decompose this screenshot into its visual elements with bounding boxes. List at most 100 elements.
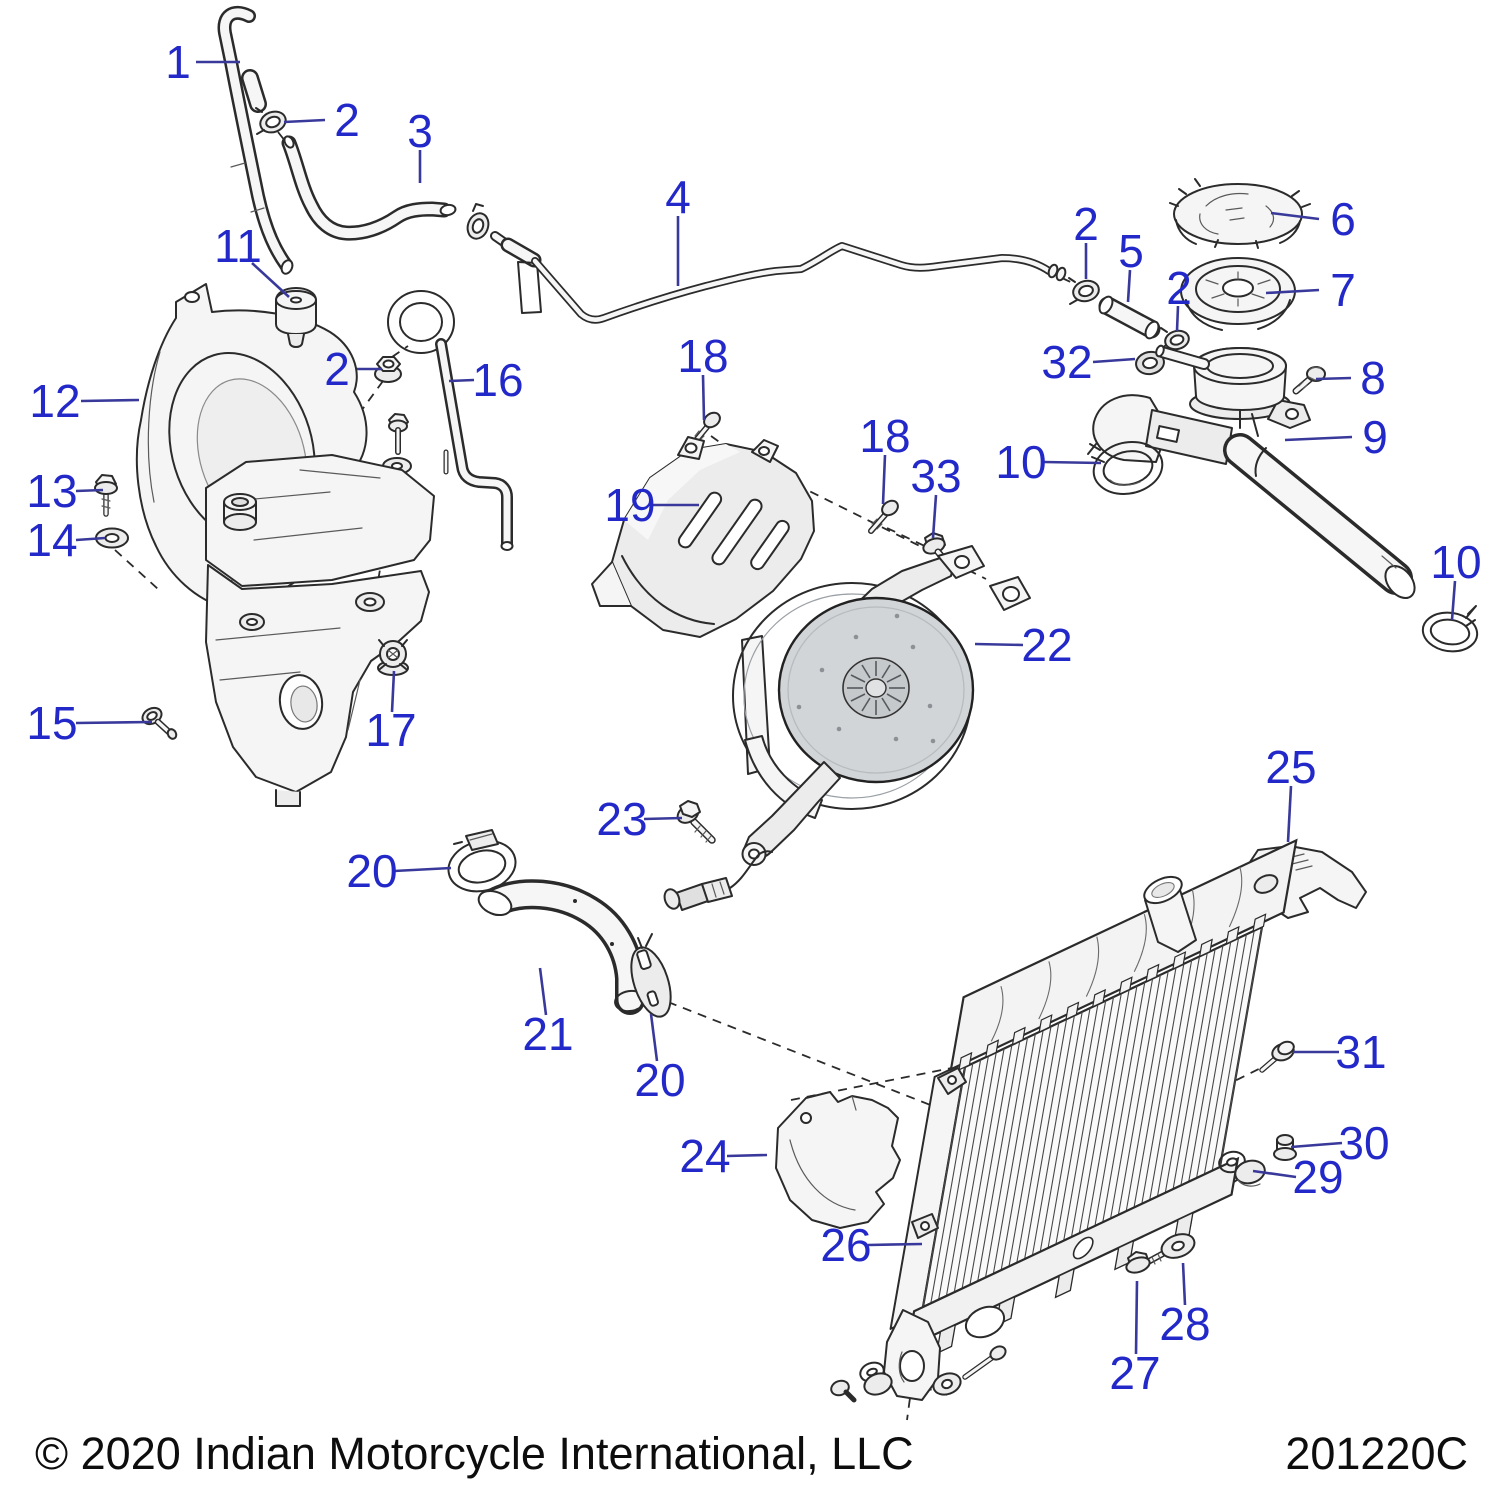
callout-leader <box>448 378 475 383</box>
part-30-bushing <box>1273 1134 1297 1161</box>
callout-leader <box>1181 1262 1187 1306</box>
callout-leader <box>1043 460 1102 465</box>
callout-leader <box>881 454 887 505</box>
callout-leader <box>1450 580 1457 621</box>
callout-label: 22 <box>1021 619 1072 671</box>
part-7-pressure-cap <box>1180 257 1296 331</box>
callout-label: 20 <box>634 1054 685 1106</box>
callout-label: 17 <box>365 704 416 756</box>
part-26-radiator <box>882 840 1296 1400</box>
callout-label: 10 <box>995 436 1046 488</box>
callout-leader <box>726 1153 768 1158</box>
callout-label: 14 <box>26 514 77 566</box>
callout-label: 19 <box>604 479 655 531</box>
callout-leader <box>1265 288 1320 295</box>
callout-leader <box>390 670 396 713</box>
callout-leader <box>1270 211 1320 221</box>
callout-label: 30 <box>1338 1117 1389 1169</box>
part-16-rod <box>387 290 514 551</box>
callout-leader <box>867 1242 923 1247</box>
part-9-filler-neck <box>1092 344 1416 599</box>
part-21-hose <box>477 879 646 1015</box>
callout-label: 23 <box>596 793 647 845</box>
callout-label: 29 <box>1292 1151 1343 1203</box>
tube-tag <box>517 261 542 314</box>
callout-label: 33 <box>910 450 961 502</box>
part-27-bolt <box>1125 1248 1170 1274</box>
part-29-grommet <box>1218 1150 1266 1187</box>
callout-label: 9 <box>1362 411 1388 463</box>
callout-leader <box>1175 305 1180 332</box>
callout-label: 15 <box>26 697 77 749</box>
part-6-cap <box>1169 178 1311 249</box>
callout-leader <box>393 866 452 873</box>
part-13-bolt <box>94 474 118 517</box>
callout-label: 18 <box>859 410 910 462</box>
part-2-clamp-top <box>255 107 287 135</box>
document-number: 201220C <box>1285 1428 1468 1479</box>
callout-label: 27 <box>1109 1347 1160 1399</box>
part-23-bolt <box>676 800 716 844</box>
callout-leader <box>1252 1169 1297 1179</box>
radiator-foot-fasteners <box>830 1345 1007 1403</box>
part-10-clamp-right <box>1421 605 1479 653</box>
callout-label: 26 <box>820 1219 871 1271</box>
callout-leader <box>75 536 106 542</box>
part-22-fan <box>663 545 1031 911</box>
callout-label: 2 <box>334 94 360 146</box>
callout-label: 2 <box>324 343 350 395</box>
callout-leader <box>75 488 104 493</box>
callout-label: 7 <box>1330 264 1356 316</box>
callout-label: 32 <box>1041 336 1092 388</box>
part-4-tube <box>490 231 1067 324</box>
part-2-clamp-right-a <box>1068 277 1100 305</box>
part-31-bolt <box>1259 1040 1295 1073</box>
callout-leader <box>251 262 290 298</box>
callout-leader <box>1126 269 1132 303</box>
callout-leader <box>931 494 938 539</box>
callout-label: 2 <box>1073 198 1099 250</box>
callout-label: 2 <box>1166 262 1192 314</box>
part-11-cap <box>275 287 317 348</box>
part-20-clamp-upper <box>447 829 517 893</box>
part-17-clip-nut <box>377 639 409 676</box>
callout-label: 13 <box>26 465 77 517</box>
callout-label: 12 <box>29 375 80 427</box>
part-24-cover <box>775 1091 901 1229</box>
callout-leader <box>643 816 683 821</box>
callout-leader <box>1290 1141 1343 1149</box>
part-2-clamp-mid <box>466 203 490 240</box>
callout-label: 24 <box>679 1130 730 1182</box>
part-18-screw-right <box>868 499 899 534</box>
part-8-bolt <box>1292 366 1326 395</box>
callout-label: 6 <box>1330 193 1356 245</box>
callout-leader <box>1092 357 1136 364</box>
callout-label: 8 <box>1360 352 1386 404</box>
part-19-fan-shroud <box>591 436 815 638</box>
callout-label: 1 <box>165 36 191 88</box>
part-10-clamp-left <box>1087 441 1164 495</box>
callout-label: 5 <box>1118 225 1144 277</box>
callout-label: 21 <box>522 1008 573 1060</box>
callout-leader <box>80 398 140 403</box>
copyright-text: © 2020 Indian Motorcycle International, … <box>35 1428 914 1479</box>
callout-label: 31 <box>1335 1026 1386 1078</box>
callout-label: 4 <box>665 171 691 223</box>
callout-label: 28 <box>1159 1298 1210 1350</box>
callout-leader <box>1134 1280 1139 1355</box>
callout-label: 11 <box>214 220 262 272</box>
part-3-hose <box>281 135 457 241</box>
part-2-clamp-right-b <box>1160 327 1190 354</box>
callout-label: 10 <box>1430 536 1481 588</box>
callout-label: 25 <box>1265 741 1316 793</box>
part-1-hose <box>217 5 294 275</box>
callout-leader <box>974 642 1024 647</box>
callout-leader <box>1286 785 1293 843</box>
callout-label: 16 <box>472 354 523 406</box>
callout-leader <box>649 1013 659 1062</box>
part-32-clamp <box>1135 344 1173 376</box>
reservoir-tank <box>205 449 449 807</box>
callout-leader <box>1284 435 1353 442</box>
